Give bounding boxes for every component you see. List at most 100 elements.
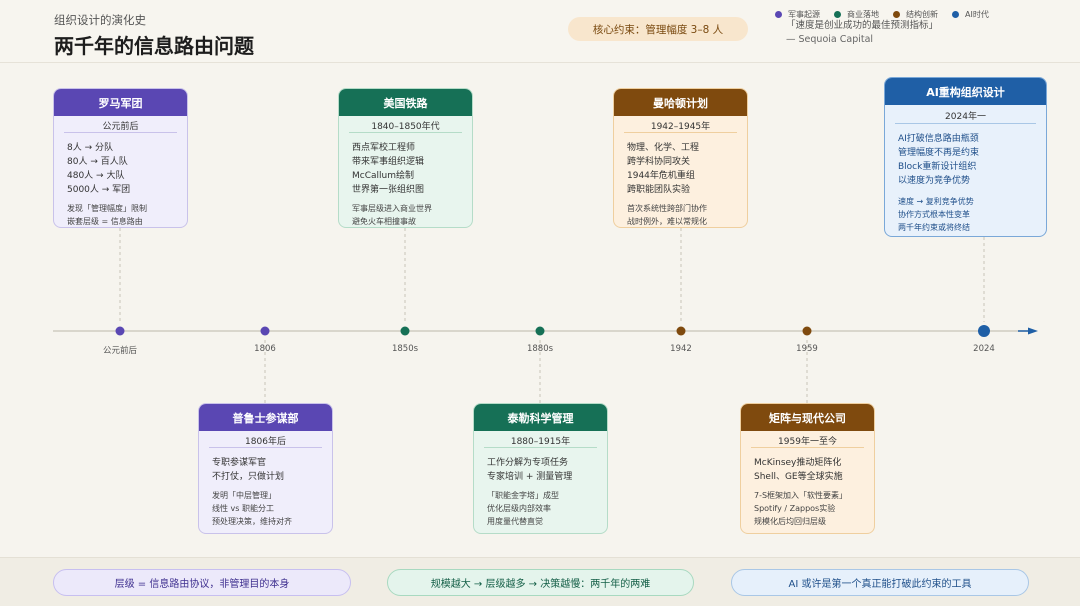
card-american-railroad: 美国铁路 1840–1850年代 西点军校工程师 带来军事组织逻辑 McCall… <box>338 88 473 228</box>
card-matrix-modern: 矩阵与现代公司 1959年一至今 McKinsey推动矩阵化 Shell、GE等… <box>740 403 875 534</box>
quote-source: — Sequoia Capital <box>786 34 874 45</box>
page-title: 两千年的信息路由问题 <box>54 34 254 58</box>
timeline-arrow-icon <box>1028 327 1038 335</box>
card-line: McCallum绘制 <box>352 171 414 181</box>
card-note: 协作方式根本性变革 <box>898 210 970 219</box>
card-divider <box>484 447 597 448</box>
card-note: 用度量代替直觉 <box>487 517 543 526</box>
card-note: 规模化后均回归层级 <box>754 517 826 526</box>
card-note: 预处理决策，维持对齐 <box>212 517 292 526</box>
timeline-dot <box>978 325 990 337</box>
card-period: 公元前后 <box>102 122 139 132</box>
card-line: 专职参谋军官 <box>212 458 267 468</box>
tick-label: 1880s <box>526 344 554 354</box>
card-lines: 工作分解为专项任务 专家培训 + 测量管理 <box>474 448 607 484</box>
card-line: Block重新设计组织 <box>898 162 977 172</box>
card-taylor-management: 泰勒科学管理 1880–1915年 工作分解为专项任务 专家培训 + 测量管理 … <box>473 403 608 534</box>
card-line: Shell、GE等全球实施 <box>754 472 843 482</box>
card-line: 1944年危机重组 <box>627 171 695 181</box>
tick-label: 公元前后 <box>102 346 138 356</box>
card-note: 发明「中层管理」 <box>212 491 276 500</box>
card-period: 1806年后 <box>245 437 286 447</box>
card-note: 军事层级进入商业世界 <box>352 204 432 213</box>
card-lines: 专职参谋军官 不打仗，只做计划 <box>199 448 332 484</box>
card-line: 世界第一张组织图 <box>352 185 425 195</box>
tick-label: 1959 <box>796 344 818 354</box>
legend-item-business: 商业落地 <box>834 9 879 20</box>
legend-dot <box>893 11 900 18</box>
legend-dot <box>775 11 782 18</box>
legend-label: 军事起源 <box>788 10 820 19</box>
card-ai-redesign: AI重构组织设计 2024年一 AI打破信息路由瓶颈 管理幅度不再是约束 Blo… <box>884 77 1047 237</box>
takeaway-hierarchy: 层级 = 信息路由协议，非管理目的本身 <box>53 569 351 596</box>
header: 组织设计的演化史 两千年的信息路由问题 核心约束：管理幅度 3–8 人 军事起源… <box>0 0 1080 62</box>
card-note: 7-S框架加入「软性要素」 <box>754 491 848 500</box>
card-prussian-staff: 普鲁士参谋部 1806年后 专职参谋军官 不打仗，只做计划 发明「中层管理」 线… <box>198 403 333 534</box>
card-period: 2024年一 <box>945 112 986 122</box>
card-divider <box>624 132 737 133</box>
card-note: 线性 vs 职能分工 <box>212 504 274 513</box>
card-title: 美国铁路 <box>339 89 472 116</box>
card-title: 曼哈顿计划 <box>614 89 747 116</box>
card-line: AI打破信息路由瓶颈 <box>898 134 979 144</box>
card-notes: 速度 → 复利竞争优势 协作方式根本性变革 两千年约束或将终结 <box>885 188 1046 234</box>
card-line: 带来军事组织逻辑 <box>352 157 425 167</box>
card-line: 专家培训 + 测量管理 <box>487 472 573 482</box>
card-line: 工作分解为专项任务 <box>487 458 569 468</box>
card-lines: 8人 → 分队 80人 → 百人队 480人 → 大队 5000人 → 军团 <box>54 133 187 197</box>
tick-label: 2024 <box>973 344 995 354</box>
legend-item-structure: 结构创新 <box>893 9 938 20</box>
card-line: 480人 → 大队 <box>67 171 125 181</box>
timeline-dot <box>115 326 125 336</box>
legend-item-ai: AI时代 <box>952 9 989 20</box>
card-line: McKinsey推动矩阵化 <box>754 458 842 468</box>
card-title: 罗马军团 <box>54 89 187 116</box>
card-note: 「职能金字塔」成型 <box>487 491 559 500</box>
card-divider <box>64 132 177 133</box>
card-note: 两千年约束或将终结 <box>898 223 970 232</box>
quote-text: 「速度是创业成功的最佳预测指标」 <box>786 20 939 31</box>
card-title: 泰勒科学管理 <box>474 404 607 431</box>
card-line: 西点军校工程师 <box>352 143 416 153</box>
card-divider <box>751 447 864 448</box>
card-line: 80人 → 百人队 <box>67 157 128 167</box>
card-note: Spotify / Zappos实验 <box>754 504 836 513</box>
card-divider <box>209 447 322 448</box>
card-lines: 物理、化学、工程 跨学科协同攻关 1944年危机重组 跨职能团队实验 <box>614 133 747 197</box>
tick-label: 1806 <box>254 344 276 354</box>
tick-label: 1850s <box>391 344 419 354</box>
legend-item-military: 军事起源 <box>775 9 820 20</box>
card-note: 首次系统性跨部门协作 <box>627 204 707 213</box>
card-notes: 发现「管理幅度」限制 嵌套层级 = 信息路由 <box>54 197 187 227</box>
takeaway-dilemma: 规模越大 → 层级越多 → 决策越慢：两千年的两难 <box>387 569 694 596</box>
page-subtitle: 组织设计的演化史 <box>54 13 146 27</box>
card-line: 5000人 → 军团 <box>67 185 131 195</box>
tick-label: 1942 <box>670 344 692 354</box>
legend-dot <box>834 11 841 18</box>
card-notes: 7-S框架加入「软性要素」 Spotify / Zappos实验 规模化后均回归… <box>741 484 874 528</box>
card-title: 普鲁士参谋部 <box>199 404 332 431</box>
card-notes: 发明「中层管理」 线性 vs 职能分工 预处理决策，维持对齐 <box>199 484 332 528</box>
card-note: 嵌套层级 = 信息路由 <box>67 217 143 226</box>
timeline-dot <box>535 326 545 336</box>
card-line: 管理幅度不再是约束 <box>898 148 980 158</box>
card-title: 矩阵与现代公司 <box>741 404 874 431</box>
card-line: 不打仗，只做计划 <box>212 472 285 482</box>
header-divider <box>0 62 1080 63</box>
card-line: 8人 → 分队 <box>67 143 113 153</box>
timeline-dot <box>676 326 686 336</box>
card-period: 1942–1945年 <box>650 122 711 132</box>
legend-label: 结构创新 <box>906 10 938 19</box>
card-note: 战时例外，难以常规化 <box>627 217 707 226</box>
card-lines: AI打破信息路由瓶颈 管理幅度不再是约束 Block重新设计组织 以速度为竞争优… <box>885 124 1046 188</box>
card-notes: 首次系统性跨部门协作 战时例外，难以常规化 <box>614 197 747 227</box>
legend-label: AI时代 <box>965 10 989 19</box>
card-period: 1959年一至今 <box>778 437 837 447</box>
card-notes: 「职能金字塔」成型 优化层级内部效率 用度量代替直觉 <box>474 484 607 528</box>
card-note: 发现「管理幅度」限制 <box>67 204 147 213</box>
timeline-dot <box>260 326 270 336</box>
card-note: 优化层级内部效率 <box>487 504 551 513</box>
card-line: 跨学科协同攻关 <box>627 157 691 167</box>
card-note: 避免火车相撞事故 <box>352 217 416 226</box>
